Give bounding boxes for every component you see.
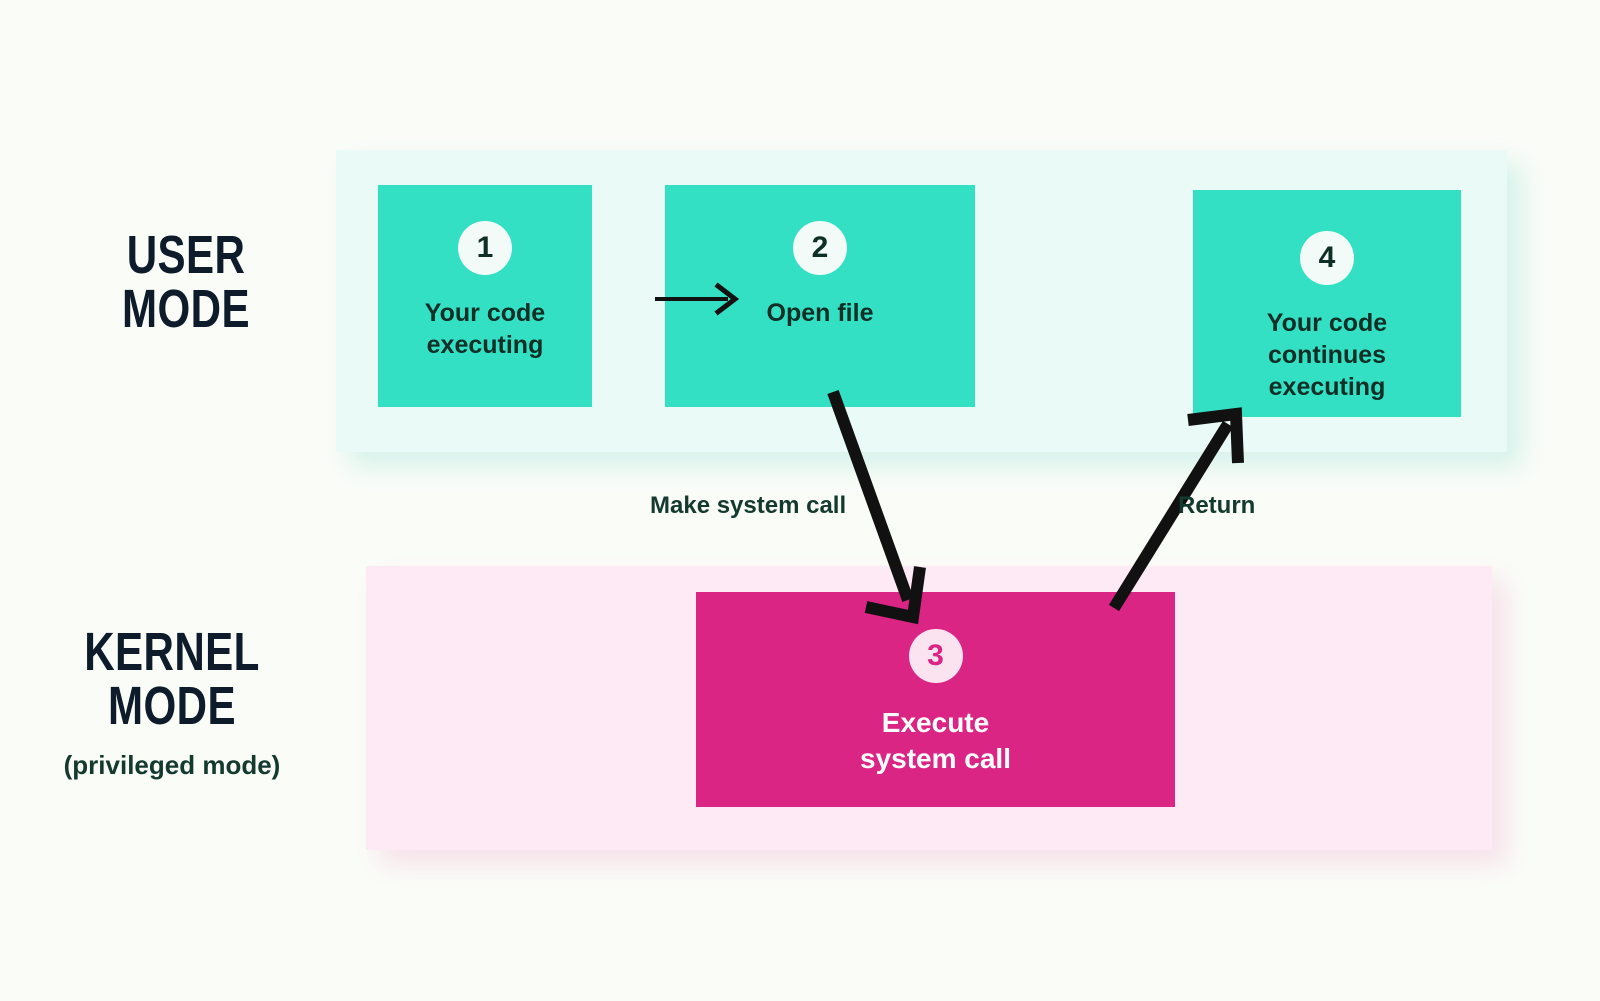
step-number-badge-3: 3 <box>908 629 963 683</box>
step-label-2: Open file <box>766 299 874 327</box>
step-box-3[interactable]: 3 Execute system call <box>696 592 1175 807</box>
step-box-4[interactable]: 4 Your code continues executing <box>1193 190 1461 417</box>
step-number-badge-4: 4 <box>1300 231 1354 285</box>
user-mode-label-line1: USER <box>126 225 246 285</box>
step-label-4: Your code continues executing <box>1266 309 1388 401</box>
kernel-mode-sublabel: (privileged mode) <box>63 750 281 780</box>
kernel-mode-label-line2: MODE <box>108 676 236 736</box>
step-label-3: Execute system call <box>860 707 1011 775</box>
kernel-mode-label-line1: KERNEL <box>84 622 260 682</box>
step-number-badge-1: 1 <box>458 221 512 275</box>
step-box-1[interactable]: 1 Your code executing <box>378 185 592 407</box>
kernel-mode-label: KERNEL MODE <box>55 625 289 733</box>
step-box-2[interactable]: 2 Open file <box>665 185 975 407</box>
step-label-1: Your code executing <box>424 299 546 359</box>
arrow-label-make-system-call: Make system call <box>650 492 847 519</box>
user-mode-label: USER MODE <box>69 228 303 336</box>
step-number-badge-2: 2 <box>793 221 847 275</box>
arrow-label-return: Return <box>1178 492 1256 519</box>
user-mode-label-line2: MODE <box>122 279 250 339</box>
